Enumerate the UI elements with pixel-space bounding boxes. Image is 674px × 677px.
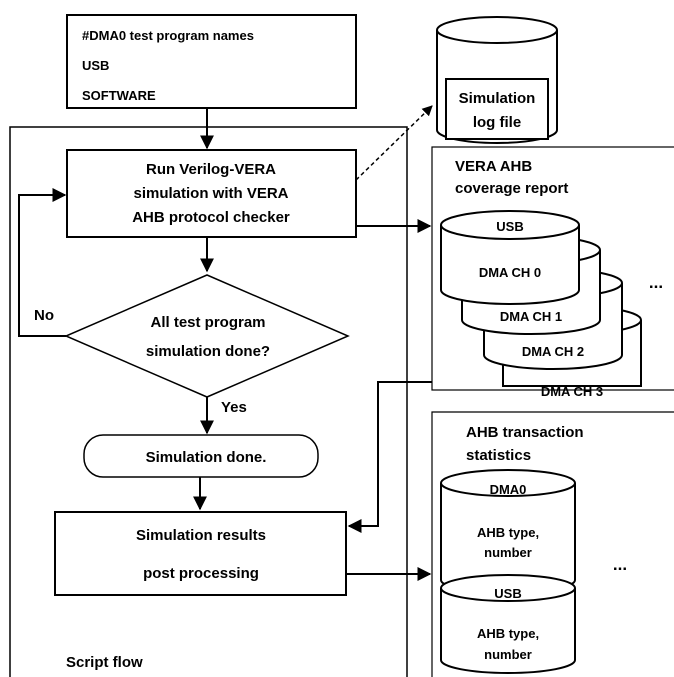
coverage-db-2-label: DMA CH 1: [500, 309, 562, 324]
coverage-db-usb: USB DMA CH 0: [440, 210, 580, 305]
coverage-db-3-label: DMA CH 2: [522, 344, 584, 359]
script-flow-frame: [9, 126, 408, 677]
stats-db1-line1: AHB type,: [477, 525, 539, 540]
stats-db-usb: USB AHB type, number: [440, 574, 576, 674]
terminal-label: Simulation done.: [146, 449, 267, 466]
stats-db2-line1: AHB type,: [477, 626, 539, 641]
coverage-db-1-top-label: USB: [496, 219, 523, 234]
log-file-line1: Simulation: [459, 90, 536, 107]
arrow-no-loop: [18, 188, 67, 337]
run-box-line2: simulation with VERA: [133, 185, 288, 202]
simulation-log-file-cylinder: Simulation log file: [436, 16, 558, 144]
run-box-line3: AHB protocol checker: [132, 209, 290, 226]
post-box-line2: post processing: [143, 565, 259, 582]
yes-label: Yes: [221, 399, 247, 416]
stats-title-line1: AHB transaction: [466, 424, 584, 441]
coverage-db-1-inner-label: DMA CH 0: [479, 265, 541, 280]
script-flow-label: Script flow: [66, 654, 143, 671]
run-box-line1: Run Verilog-VERA: [146, 161, 276, 178]
stats-db2-title: USB: [494, 586, 521, 601]
decision-line2: simulation done?: [146, 343, 270, 360]
stats-db-dma0: DMA0 AHB type, number: [440, 469, 576, 594]
stats-panel: [431, 411, 674, 677]
stats-db1-line2: number: [484, 545, 532, 560]
test-program-names-box: [66, 14, 357, 109]
stats-db2-line2: number: [484, 647, 532, 662]
run-simulation-box: [66, 149, 357, 238]
stats-ellipsis: ...: [613, 555, 627, 574]
no-label: No: [34, 307, 54, 324]
arrow-coverage-to-post: [347, 381, 432, 533]
input-box-line3: SOFTWARE: [82, 88, 156, 103]
simulation-done-decision: [64, 274, 350, 398]
arrow-run-to-log: [355, 105, 433, 181]
decision-line1: All test program: [150, 314, 265, 331]
input-box-line2: USB: [82, 58, 109, 73]
post-box-line1: Simulation results: [136, 527, 266, 544]
stats-db1-title: DMA0: [490, 482, 527, 497]
coverage-db-4-label: DMA CH 3: [541, 384, 603, 399]
coverage-title-line1: VERA AHB: [455, 158, 532, 175]
stats-title-line2: statistics: [466, 447, 531, 464]
input-box-line1: #DMA0 test program names: [82, 28, 254, 43]
coverage-title-line2: coverage report: [455, 180, 568, 197]
log-file-line2: log file: [473, 114, 521, 131]
post-processing-box: [54, 511, 347, 596]
coverage-ellipsis: ...: [649, 273, 663, 292]
